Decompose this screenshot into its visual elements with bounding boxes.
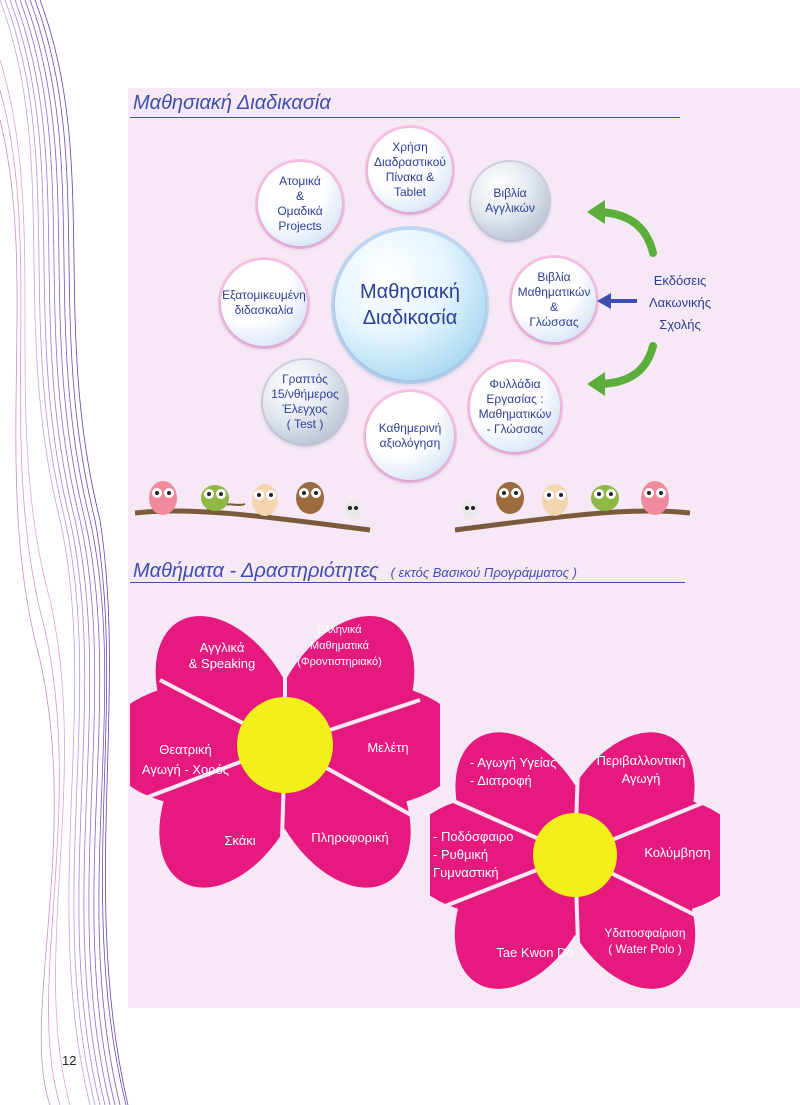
section-subtitle: ( εκτός Βασικού Προγράμματος ) (390, 565, 577, 580)
bubble-worksheets: Φυλλάδια Εργασίας : Μαθηματικών - Γλώσσα… (470, 362, 560, 452)
bubble-personalized-teaching: Εξατομικευμένη διδασκαλία (221, 260, 307, 346)
bubble-written-test: Γραπτός 15/νθήμερος Έλεγχος ( Test ) (263, 360, 347, 444)
petal-environmental: Περιβαλλοντική Αγωγή (596, 753, 686, 786)
decorative-wave-lines (0, 0, 129, 1105)
title-underline (130, 117, 680, 118)
owls-branch-left (135, 481, 371, 533)
bubble-english-books: Βιβλία Αγγλικών (471, 162, 549, 240)
petal-theatre-dance: Θεατρική Αγωγή - Χορός (141, 742, 230, 777)
petal-health-nutrition: - Αγωγή Υγείας - Διατροφή (470, 755, 557, 788)
flower-left (130, 600, 440, 900)
petal-water-polo: Υδατοσφαίριση ( Water Polo ) (604, 926, 686, 956)
publisher-label: Εκδόσεις Λακωνικής Σχολής (648, 273, 712, 332)
petal-football-gymnastics: - Ποδόσφαιρο - Ρυθμική Γυμναστική (433, 829, 514, 880)
petal-swimming: Κολύμβηση (644, 845, 711, 860)
petal-chess: Σκάκι (224, 833, 256, 848)
petal-tae-kwon-do: Tae Kwon Do (496, 945, 574, 960)
bubble-interactive-board: Χρήση Διαδραστικού Πίνακα & Tablet (368, 128, 452, 212)
owls-branch-right (454, 481, 690, 533)
page-number: 12 (62, 1053, 77, 1068)
section-title-activities: Μαθήματα - Δραστηριότητες( εκτός Βασικού… (133, 560, 577, 582)
title-underline-2 (130, 582, 685, 583)
flower-right (430, 710, 720, 1000)
bubble-math-language-books: Βιβλία Μαθηματικών & Γλώσσας (512, 258, 596, 342)
bubble-projects: Ατομικά & Ομαδικά Projects (258, 162, 342, 246)
petal-english: Αγγλικά & Speaking (188, 640, 256, 671)
petal-greek-math: Ελληνικά Μαθηματικά (Φροντιστηριακό) (297, 624, 382, 668)
bubble-daily-assessment: Καθημερινή αξιολόγηση (366, 392, 454, 480)
curved-arrows (587, 200, 657, 396)
section-title-learning-process: Μαθησιακή Διαδικασία (133, 92, 331, 114)
petal-study: Μελέτη (367, 740, 409, 755)
petal-computers: Πληροφορική (311, 830, 389, 845)
center-bubble: Μαθησιακή Διαδικασία (335, 230, 485, 380)
